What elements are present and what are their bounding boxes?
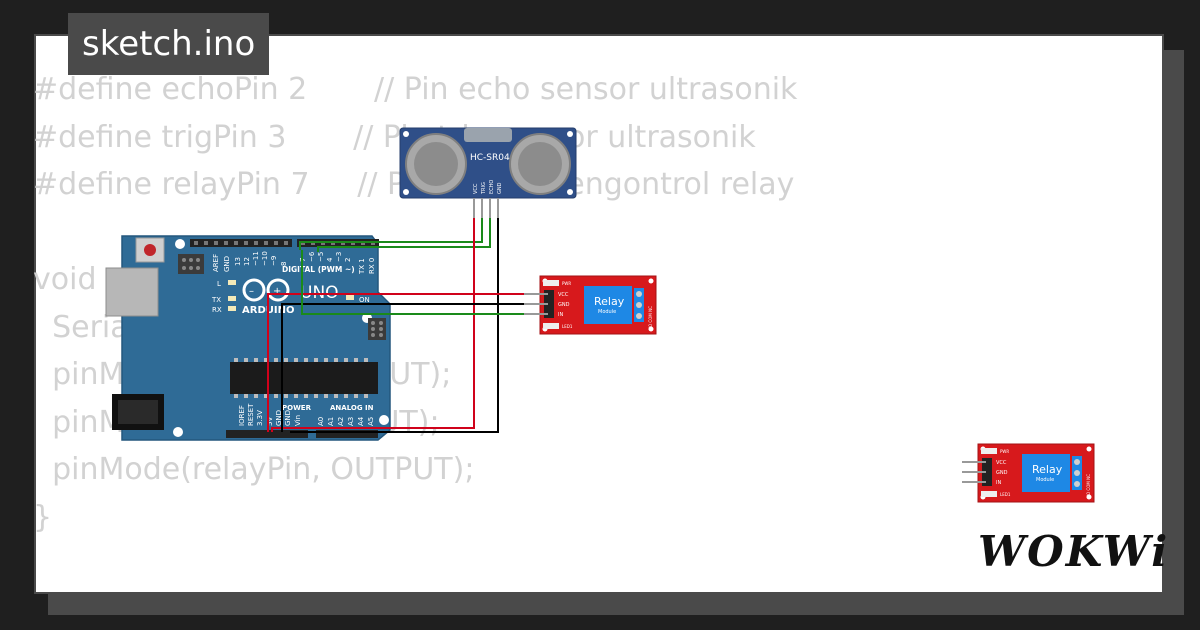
svg-text:A5: A5 bbox=[367, 417, 375, 426]
svg-text:A4: A4 bbox=[357, 416, 365, 426]
svg-text:LED1: LED1 bbox=[1000, 492, 1011, 497]
svg-text:8: 8 bbox=[280, 262, 288, 266]
power-pin-labels: IOREF RESET 3.3V 5V GND GND Vin bbox=[238, 403, 302, 426]
crystal-oscillator bbox=[464, 128, 512, 142]
sensor-model-label: HC-SR04 bbox=[470, 153, 510, 163]
sensor-pin-labels: VCC TRIG ECHO GND bbox=[473, 180, 503, 195]
svg-text:~9: ~9 bbox=[270, 256, 278, 266]
svg-text:IN: IN bbox=[558, 312, 563, 318]
ultrasonic-sensor[interactable]: HC-SR04 VCC TRIG ECHO GND bbox=[399, 127, 577, 218]
relay-module[interactable]: PWR LED1 VCC GND IN Relay Module NO COM … bbox=[524, 275, 657, 335]
wire-relay-vcc[interactable] bbox=[267, 293, 548, 432]
svg-text:VCC: VCC bbox=[473, 183, 479, 194]
svg-text:NO COM NC: NO COM NC bbox=[648, 306, 653, 330]
usb-port bbox=[105, 267, 159, 317]
mount-hole bbox=[173, 427, 183, 437]
wire-relay-in[interactable] bbox=[301, 250, 548, 315]
svg-text:IOREF: IOREF bbox=[238, 405, 246, 426]
svg-text:Relay: Relay bbox=[594, 295, 625, 308]
svg-text:2: 2 bbox=[344, 258, 352, 262]
svg-text:~11: ~11 bbox=[252, 251, 260, 266]
code-line-1: #define echoPin 2 // Pin echo sensor ult… bbox=[33, 72, 798, 107]
svg-text:RESET: RESET bbox=[247, 403, 255, 426]
svg-text:Module: Module bbox=[1036, 477, 1054, 483]
svg-text:A0: A0 bbox=[317, 417, 325, 426]
svg-text:5V: 5V bbox=[266, 417, 274, 426]
svg-text:PWR: PWR bbox=[562, 281, 571, 286]
svg-text:GND: GND bbox=[497, 182, 503, 194]
svg-text:GND: GND bbox=[223, 256, 231, 272]
svg-text:Module: Module bbox=[598, 309, 616, 315]
svg-text:ECHO: ECHO bbox=[489, 180, 495, 194]
svg-text:GND: GND bbox=[558, 302, 570, 308]
svg-text:A1: A1 bbox=[327, 417, 335, 426]
code-line-9: pinMode(relayPin, OUTPUT); bbox=[33, 452, 475, 487]
wire-sensor-vcc[interactable] bbox=[271, 218, 475, 432]
svg-text:~3: ~3 bbox=[335, 252, 343, 262]
svg-text:4: 4 bbox=[326, 257, 334, 262]
svg-text:GND: GND bbox=[284, 410, 292, 426]
wire-sensor-gnd[interactable] bbox=[290, 218, 499, 433]
svg-text:RX: RX bbox=[212, 306, 222, 314]
svg-text:13: 13 bbox=[234, 257, 242, 266]
svg-text:A2: A2 bbox=[337, 417, 345, 426]
atmega-chip bbox=[230, 362, 378, 394]
power-header bbox=[226, 430, 308, 438]
svg-text:ON: ON bbox=[359, 296, 370, 304]
svg-text:IN: IN bbox=[996, 480, 1001, 486]
svg-text:–: – bbox=[249, 286, 254, 297]
svg-text:VCC: VCC bbox=[996, 460, 1007, 466]
relay-pin-labels: VCC GND IN bbox=[558, 292, 570, 318]
svg-text:TX 1: TX 1 bbox=[358, 258, 366, 275]
svg-text:~5: ~5 bbox=[317, 252, 325, 262]
svg-text:~6: ~6 bbox=[308, 251, 316, 262]
svg-text:GND: GND bbox=[275, 410, 283, 426]
file-tab[interactable]: sketch.ino bbox=[68, 13, 270, 75]
icsp-header-small bbox=[178, 254, 204, 274]
svg-text:GND: GND bbox=[996, 470, 1008, 476]
svg-text:LED1: LED1 bbox=[562, 324, 573, 329]
svg-text:RX 0: RX 0 bbox=[368, 258, 376, 274]
svg-text:+: + bbox=[273, 286, 281, 297]
power-label: POWER bbox=[282, 404, 312, 412]
icsp-header-right bbox=[368, 318, 386, 340]
wires bbox=[267, 218, 548, 433]
svg-text:A3: A3 bbox=[347, 417, 355, 426]
digital-label: DIGITAL (PWM ~) bbox=[282, 265, 355, 274]
digital-header-left bbox=[190, 239, 292, 247]
svg-text:VCC: VCC bbox=[558, 292, 569, 298]
relay-module-icon: PWR LED1 VCC GND IN Relay Module NO COM … bbox=[962, 443, 1095, 503]
svg-text:3.3V: 3.3V bbox=[256, 410, 264, 426]
wire-relay-gnd[interactable] bbox=[281, 303, 548, 432]
svg-text:TX: TX bbox=[211, 296, 221, 304]
svg-text:AREF: AREF bbox=[212, 254, 220, 272]
wire-echo[interactable] bbox=[317, 218, 491, 252]
reset-button[interactable] bbox=[135, 237, 165, 263]
svg-text:Relay: Relay bbox=[1032, 463, 1063, 476]
wokwi-logo[interactable]: WOKWi bbox=[978, 527, 1170, 576]
svg-text:12: 12 bbox=[243, 257, 251, 266]
analog-header bbox=[316, 430, 378, 438]
svg-text:TRIG: TRIG bbox=[481, 182, 487, 195]
analog-pin-labels: A0 A1 A2 A3 A4 A5 bbox=[317, 416, 375, 426]
analog-label: ANALOG IN bbox=[330, 404, 374, 412]
board-leds: L TX RX ON bbox=[211, 280, 370, 314]
wire-trig[interactable] bbox=[299, 218, 483, 250]
mount-hole bbox=[379, 415, 389, 425]
svg-text:Vin: Vin bbox=[294, 415, 302, 426]
code-line-10: } bbox=[33, 499, 53, 535]
svg-text:~10: ~10 bbox=[261, 251, 269, 266]
arduino-uno-board[interactable]: AREF GND 13 12 ~11 ~10 ~9 8 7 ~6 ~5 4 ~3… bbox=[105, 235, 391, 441]
mount-hole bbox=[175, 239, 185, 249]
svg-text:PWR: PWR bbox=[1000, 449, 1009, 454]
svg-text:L: L bbox=[217, 280, 221, 288]
svg-text:NO COM NC: NO COM NC bbox=[1086, 474, 1091, 498]
